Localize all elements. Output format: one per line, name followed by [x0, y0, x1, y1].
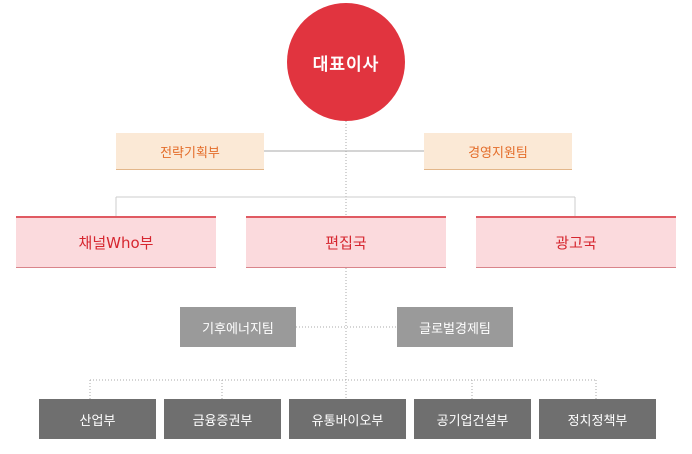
team-climate-energy: 기후에너지팀	[180, 307, 296, 347]
staff-management-support: 경영지원팀	[424, 133, 572, 170]
unit-industry: 산업부	[39, 399, 156, 439]
unit-politics-policy: 정치정책부	[539, 399, 656, 439]
unit-distribution-bio: 유통바이오부	[289, 399, 406, 439]
dept-editorial: 편집국	[246, 216, 446, 268]
unit-finance-securities: 금융증권부	[164, 399, 281, 439]
dept-channel-who: 채널Who부	[16, 216, 216, 268]
ceo-node: 대표이사	[287, 3, 405, 121]
team-global-economy: 글로벌경제팀	[397, 307, 513, 347]
unit-public-construction: 공기업건설부	[414, 399, 531, 439]
staff-strategy-planning: 전략기획부	[116, 133, 264, 170]
dept-advertising: 광고국	[476, 216, 676, 268]
